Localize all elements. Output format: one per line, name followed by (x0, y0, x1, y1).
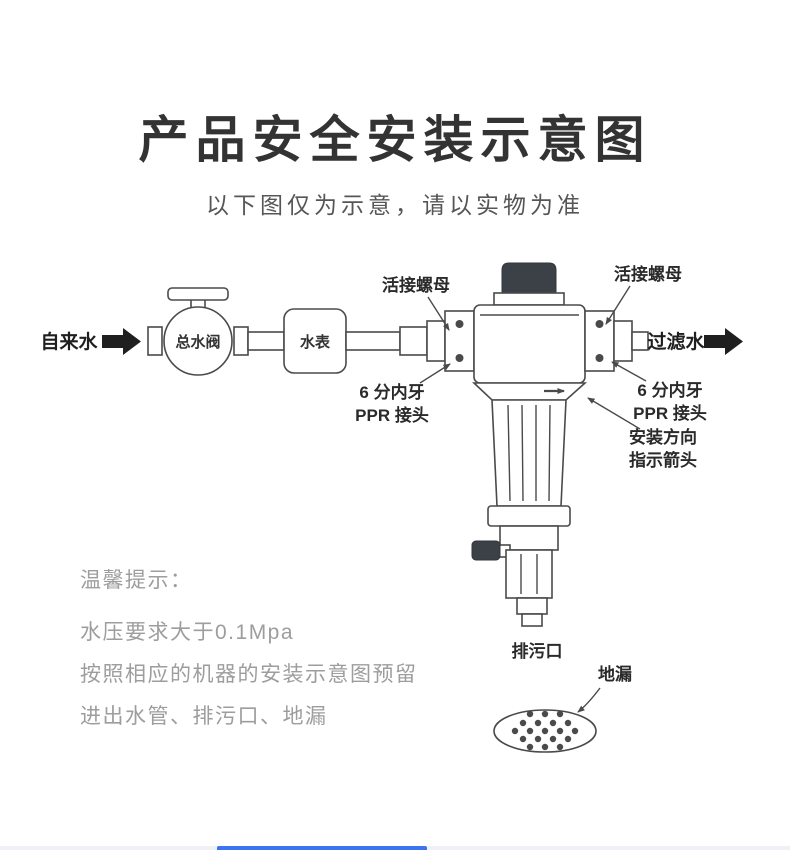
direction-label-line2: 指示箭头 (629, 450, 697, 470)
tips-heading: 温馨提示： (80, 569, 193, 592)
filter-housing (491, 399, 567, 507)
floor-drain (493, 709, 597, 753)
ppr-left-label-line2: PPR 接头 (355, 405, 429, 425)
water-meter-label: 水表 (300, 333, 331, 351)
tips-block: 温馨提示： 水压要求大于0.1Mpa 按照相应的机器的安装示意图预留 进出水管、… (80, 560, 418, 738)
direction-label-line1: 安装方向 (629, 427, 697, 447)
page-title: 产品安全安装示意图 (138, 112, 652, 168)
tips-line-2: 按照相应的机器的安装示意图预留 (80, 663, 418, 686)
pipe-outlet (631, 331, 649, 351)
filter-top-cap (501, 262, 557, 294)
inlet-label: 自来水 (40, 330, 98, 353)
union-nut-left-label: 活接螺母 (382, 275, 450, 295)
valve-handle (167, 287, 229, 301)
pipe-meter-to-union (345, 331, 401, 351)
floor-drain-holes (511, 710, 579, 751)
drain-outlet-label: 排污口 (512, 641, 563, 661)
union-nut-right-label: 活接螺母 (614, 264, 682, 284)
ppr-right-label-line2: PPR 接头 (633, 403, 707, 423)
flow-arrow-left (102, 328, 141, 355)
water-meter: 水表 (283, 308, 347, 374)
drain-valve-body (505, 549, 553, 599)
next-section-peek (0, 846, 790, 850)
page-subtitle: 以下图仅为示意，请以实物为准 (206, 192, 584, 218)
union-nut-right (584, 310, 615, 372)
tips-line-1: 水压要求大于0.1Mpa (80, 621, 295, 644)
filter-shoulder (471, 382, 588, 401)
filter-head (473, 304, 586, 384)
outlet-label: 过滤水 (647, 331, 705, 353)
drain-nozzle-tip (521, 613, 543, 627)
next-section-accent (217, 846, 427, 850)
pipe-valve-to-meter (247, 331, 285, 351)
union-fitting-left (426, 320, 446, 362)
ppr-left-label-line1: 6 分内牙 (359, 382, 424, 402)
drain-valve-handle (471, 540, 501, 561)
flow-arrow-right (704, 328, 743, 355)
floor-drain-label: 地漏 (598, 664, 632, 684)
callouts: 活接螺母 活接螺母 6 分内牙 PPR 接头 6 分内牙 PPR 接头 安装方向… (355, 264, 707, 713)
union-fitting-right (613, 320, 633, 362)
union-nut-left (444, 310, 475, 372)
main-valve: 总水阀 (147, 287, 249, 376)
filter-unit (471, 262, 588, 627)
main-valve-label: 总水阀 (175, 333, 220, 351)
tips-line-3: 进出水管、排污口、地漏 (80, 705, 328, 728)
pipe-coupler (399, 326, 428, 356)
drain-nozzle (516, 597, 548, 615)
filter-collar (487, 505, 571, 527)
filter-cartridge-lines (507, 404, 551, 502)
ppr-right-label-line1: 6 分内牙 (637, 380, 702, 400)
